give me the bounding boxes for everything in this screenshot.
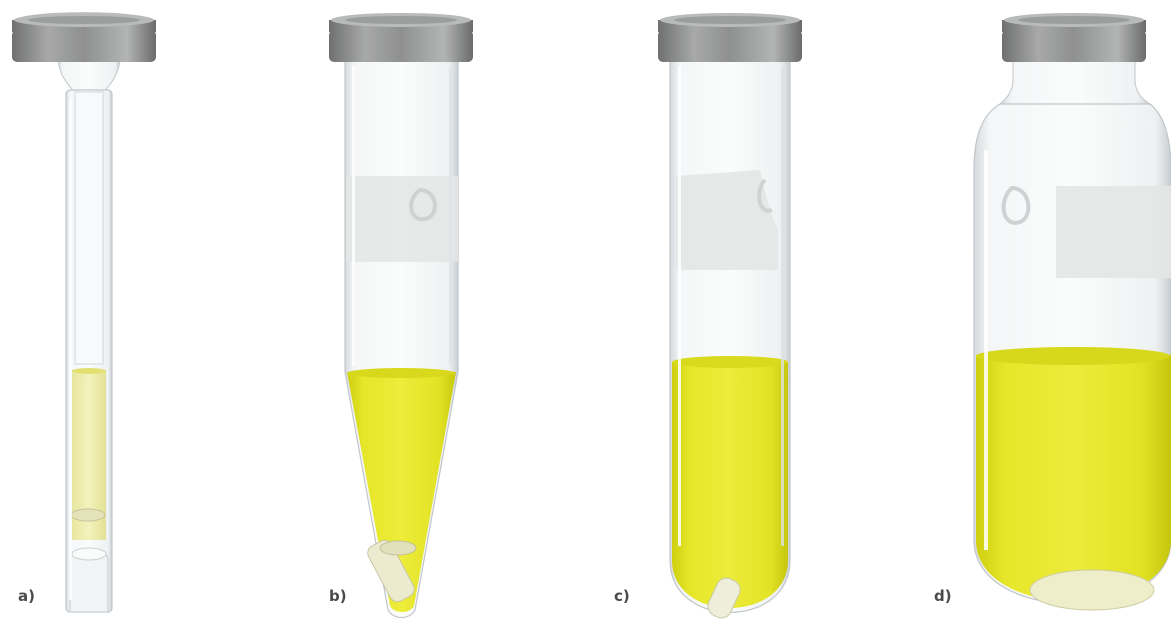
panel-label-a: a)	[18, 587, 35, 605]
panel-label-d: d)	[934, 587, 952, 605]
vial-b-icon	[329, 13, 473, 619]
vial-a-icon	[12, 12, 156, 613]
panel-label-b: b)	[329, 587, 347, 605]
vial-d-icon	[973, 13, 1171, 611]
vial-c-icon	[658, 13, 802, 619]
panel-label-c: c)	[614, 587, 630, 605]
